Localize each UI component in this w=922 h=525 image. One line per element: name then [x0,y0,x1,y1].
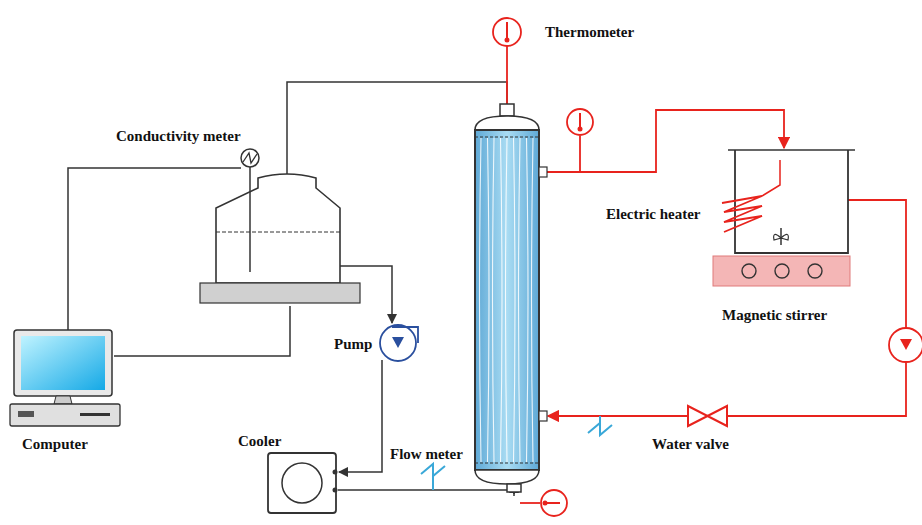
part-label: Thermometer [545,24,634,41]
hollow-fiber [501,138,503,462]
thermometer-symbol [493,18,521,46]
part-label: Cooler [238,433,281,450]
balance-cable [114,306,290,356]
part-label: Electric heater [606,206,701,223]
flow-meter-symbol [421,464,445,490]
part-label: Magnetic stirrer [722,307,827,324]
part-label: Water valve [652,436,729,453]
heating-bath [713,150,855,286]
hollow-fiber [519,138,521,462]
magnetic-stirrer-base [713,256,850,286]
hollow-fiber [493,138,495,462]
thermometer-stem [579,136,581,172]
pump-symbol [380,325,418,361]
thermometer-symbol [541,490,567,516]
conductivity-meter-symbol [241,149,259,167]
hot-feed-in [548,415,688,417]
hollow-fiber [480,138,482,462]
part-label: Pump [334,336,372,353]
membrane-module [475,104,547,492]
thermometer-stem [520,502,540,504]
hot-feed [727,363,906,416]
part-label: Conductivity meter [116,128,241,145]
part-label: Computer [22,436,88,453]
hot-loop [507,46,906,503]
flow-meter-symbol [588,416,612,435]
stirrer-shaft [780,228,782,245]
hot-return [546,110,784,172]
hollow-fiber [488,138,490,462]
conductivity-probe [249,167,251,272]
hollow-fiber [514,138,516,462]
computer-icon [10,330,120,426]
feed-line [338,490,514,496]
pump-symbol [889,328,922,362]
cooler-unit [268,453,338,513]
part-label: Flow meter [390,446,463,463]
hollow-fiber [532,138,534,462]
thermometer-stem [506,46,508,104]
feed-tank [200,167,360,303]
hollow-fiber [527,138,529,462]
thermometer-symbol [567,109,593,135]
meter-cable [68,168,241,330]
black-lines [68,82,514,496]
hollow-fiber [506,138,508,462]
balance-plate [200,283,360,303]
pump-outlet [339,360,382,472]
electric-heater-coil [722,196,762,232]
bath-outlet [848,200,906,327]
water-valve-symbol [688,406,727,426]
